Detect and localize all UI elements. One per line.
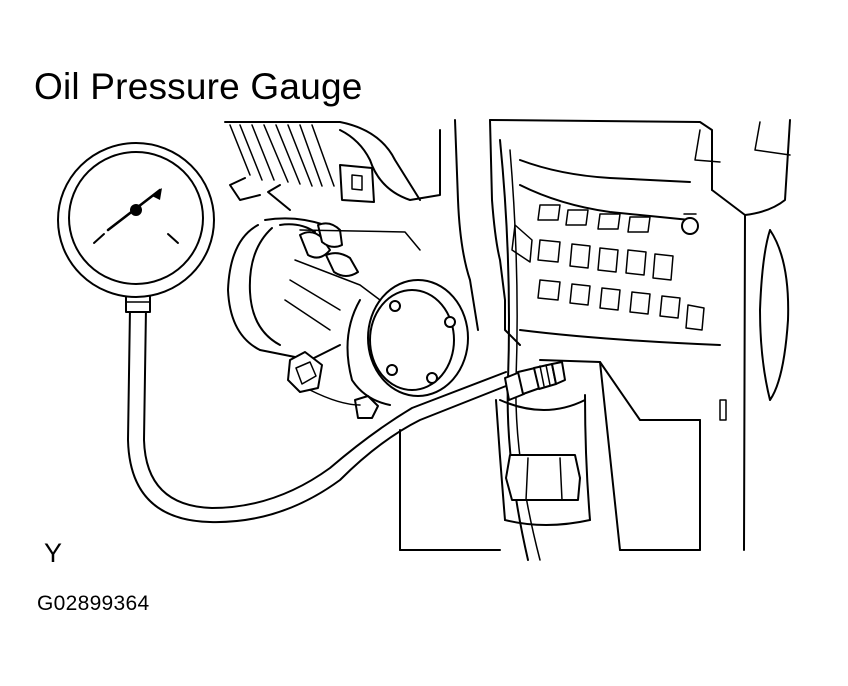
figure-code: G02899364 bbox=[37, 592, 150, 615]
corner-letter: Y bbox=[44, 538, 63, 568]
hose bbox=[127, 307, 507, 524]
gauge-icon bbox=[57, 142, 215, 313]
diagram-title: Oil Pressure Gauge bbox=[34, 66, 363, 107]
oil-filter bbox=[399, 394, 591, 551]
fitting bbox=[504, 361, 566, 401]
alternator bbox=[224, 121, 469, 419]
engine-block bbox=[454, 119, 791, 561]
